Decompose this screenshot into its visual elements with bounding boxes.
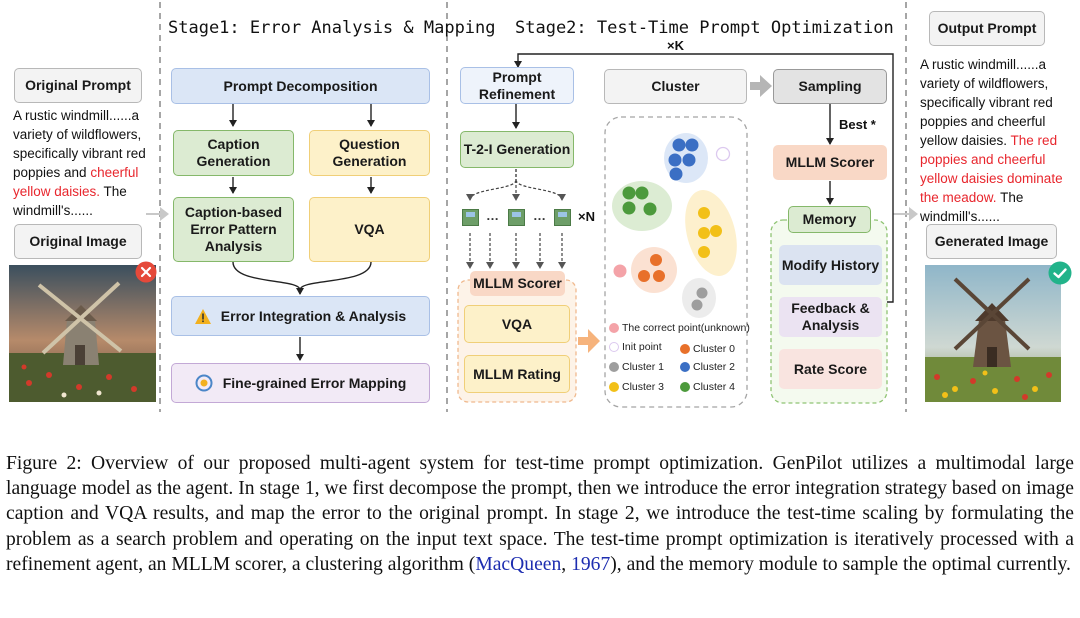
legend-cluster2: Cluster 2 (680, 361, 735, 373)
original-prompt-body: A rustic windmill......a variety of wild… (13, 108, 146, 180)
caption-main: Figure 2: Overview of our proposed multi… (6, 453, 1074, 575)
legend-cluster2-dot (680, 362, 690, 372)
sampling-box: Sampling (773, 69, 887, 104)
original-image-label: Original Image (14, 224, 142, 259)
caption-tail: ), and the memory module to sample the o… (610, 553, 1071, 575)
legend-cluster2-label: Cluster 2 (693, 361, 736, 373)
legend-correct-dot (609, 323, 619, 333)
scorer-vqa-box: VQA (464, 305, 570, 343)
loop-count-label: ×K (667, 38, 684, 53)
legend-init: Init point (609, 341, 662, 353)
original-prompt-text: A rustic windmill......a variety of wild… (13, 106, 153, 220)
feedback-analysis-box: Feedback & Analysis (779, 297, 882, 337)
arrow-stage2-to-right (893, 207, 918, 221)
original-prompt-highlight: cheerful yellow daisies. (13, 165, 139, 199)
legend-cluster1-label: Cluster 1 (622, 361, 665, 373)
stage2-title: Stage2: Test-Time Prompt Optimization (515, 18, 894, 38)
legend-cluster0-dot (680, 344, 690, 354)
target-icon (195, 374, 213, 392)
legend-cluster1-dot (609, 362, 619, 372)
legend-cluster3-dot (609, 382, 619, 392)
caption-generation-box: Caption Generation (173, 130, 294, 176)
loop-line (514, 53, 894, 303)
output-prompt-label: Output Prompt (929, 11, 1045, 46)
legend-cluster4: Cluster 4 (680, 381, 735, 393)
error-integration-box: Error Integration & Analysis (171, 296, 430, 336)
citation-author[interactable]: MacQueen (475, 553, 562, 575)
output-prompt-text: A rustic windmill......a variety of wild… (920, 55, 1072, 226)
warning-icon (194, 308, 211, 324)
original-image (9, 265, 156, 402)
citation-year[interactable]: 1967 (571, 553, 611, 575)
arrow-cluster-to-sampling (750, 75, 772, 97)
modify-history-box: Modify History (779, 245, 882, 285)
caption-error-analysis-box: Caption-based Error Pattern Analysis (173, 197, 294, 262)
prompt-refinement-box: Prompt Refinement (460, 67, 574, 104)
legend-cluster0-label: Cluster 0 (693, 343, 736, 355)
arrow-left-to-stage1 (146, 207, 169, 221)
scorer-title-box: MLLM Scorer (470, 271, 565, 296)
rate-score-box: Rate Score (779, 349, 882, 389)
generated-image-thumb-3 (554, 209, 571, 226)
ellipsis-1: … (486, 208, 499, 223)
error-integration-label: Error Integration & Analysis (220, 307, 407, 324)
citation-link[interactable]: MacQueen, 1967 (475, 554, 610, 575)
arrow-scorer-to-plot (578, 329, 600, 353)
error-x-icon (135, 261, 157, 283)
output-prompt-highlight: The red poppies and cheerful yellow dais… (920, 133, 1063, 205)
stage1-title: Stage1: Error Analysis & Mapping (168, 18, 496, 38)
check-icon (1048, 261, 1072, 285)
generated-image (925, 265, 1061, 402)
question-generation-box: Question Generation (309, 130, 430, 176)
legend-correct-label: The correct point(unknown) (622, 322, 750, 334)
times-n-label: ×N (578, 209, 595, 224)
citation-separator: , (561, 553, 572, 575)
legend-cluster3: Cluster 3 (609, 381, 664, 393)
t2i-generation-box: T-2-I Generation (460, 131, 574, 168)
output-prompt-tail: The windmill's...... (920, 190, 1024, 224)
legend-cluster4-label: Cluster 4 (693, 381, 736, 393)
ellipsis-2: … (533, 208, 546, 223)
cluster-box: Cluster (604, 69, 747, 104)
output-prompt-body: A rustic windmill......a variety of wild… (920, 57, 1053, 148)
prompt-decomposition-box: Prompt Decomposition (171, 68, 430, 104)
generated-image-label: Generated Image (926, 224, 1057, 259)
legend-init-dot (609, 342, 619, 352)
generated-image-thumb-1 (462, 209, 479, 226)
legend-cluster0: Cluster 0 (680, 343, 735, 355)
original-prompt-label: Original Prompt (14, 68, 142, 103)
generated-image-thumb-2 (508, 209, 525, 226)
original-prompt-tail: The windmill's...... (13, 184, 127, 218)
legend-cluster4-dot (680, 382, 690, 392)
best-label: Best * (839, 117, 876, 132)
legend-correct: The correct point(unknown) (609, 322, 750, 334)
mllm-scorer-box: MLLM Scorer (773, 145, 887, 180)
scorer-rating-box: MLLM Rating (464, 355, 570, 393)
memory-box: Memory (788, 206, 871, 233)
vqa-box: VQA (309, 197, 430, 262)
legend-init-label: Init point (622, 341, 662, 353)
error-mapping-box: Fine-grained Error Mapping (171, 363, 430, 403)
error-mapping-label: Fine-grained Error Mapping (222, 374, 407, 391)
figure-caption: Figure 2: Overview of our proposed multi… (6, 451, 1074, 577)
legend-cluster3-label: Cluster 3 (622, 381, 665, 393)
legend-cluster1: Cluster 1 (609, 361, 664, 373)
